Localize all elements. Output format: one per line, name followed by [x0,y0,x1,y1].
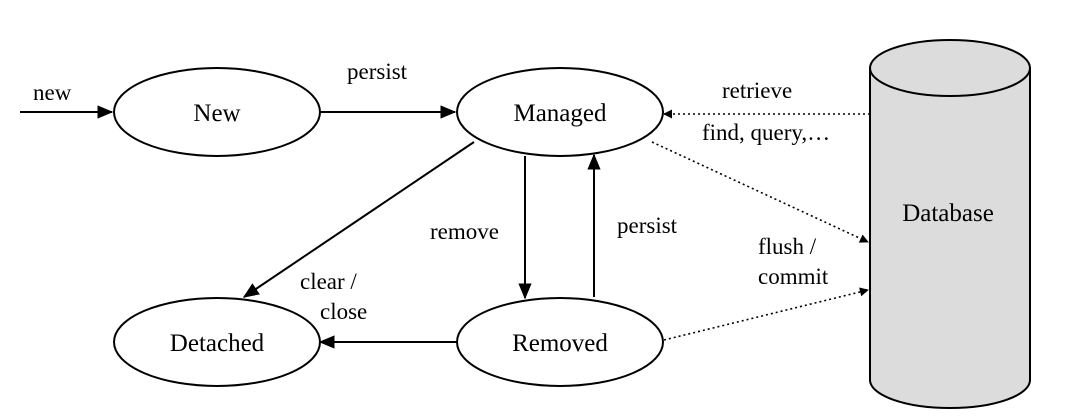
database-cylinder: Database [869,39,1031,409]
label-clear: clear / [300,269,357,294]
edge-removed-to-database [663,287,869,341]
state-removed-label: Removed [512,330,608,357]
label-close: close [320,299,367,324]
database-cylinder-top [869,39,1031,97]
state-managed: Managed [456,67,664,157]
label-retrieve: retrieve [722,78,792,103]
state-new-label: New [193,100,240,127]
label-flush: flush / [758,234,817,259]
state-removed: Removed [456,297,664,387]
label-new-entry: new [33,80,72,105]
state-new: New [113,67,321,157]
state-detached: Detached [113,297,321,387]
database-label: Database [902,200,994,227]
state-managed-label: Managed [513,100,607,127]
label-commit: commit [758,264,829,289]
label-find-query: find, query,… [702,120,830,145]
label-remove: remove [430,219,499,244]
edge-managed-to-detached [242,141,475,298]
state-detached-label: Detached [170,330,265,357]
edge-managed-to-database [651,141,869,243]
label-persist-mid: persist [617,213,678,238]
label-persist-top: persist [347,59,408,84]
